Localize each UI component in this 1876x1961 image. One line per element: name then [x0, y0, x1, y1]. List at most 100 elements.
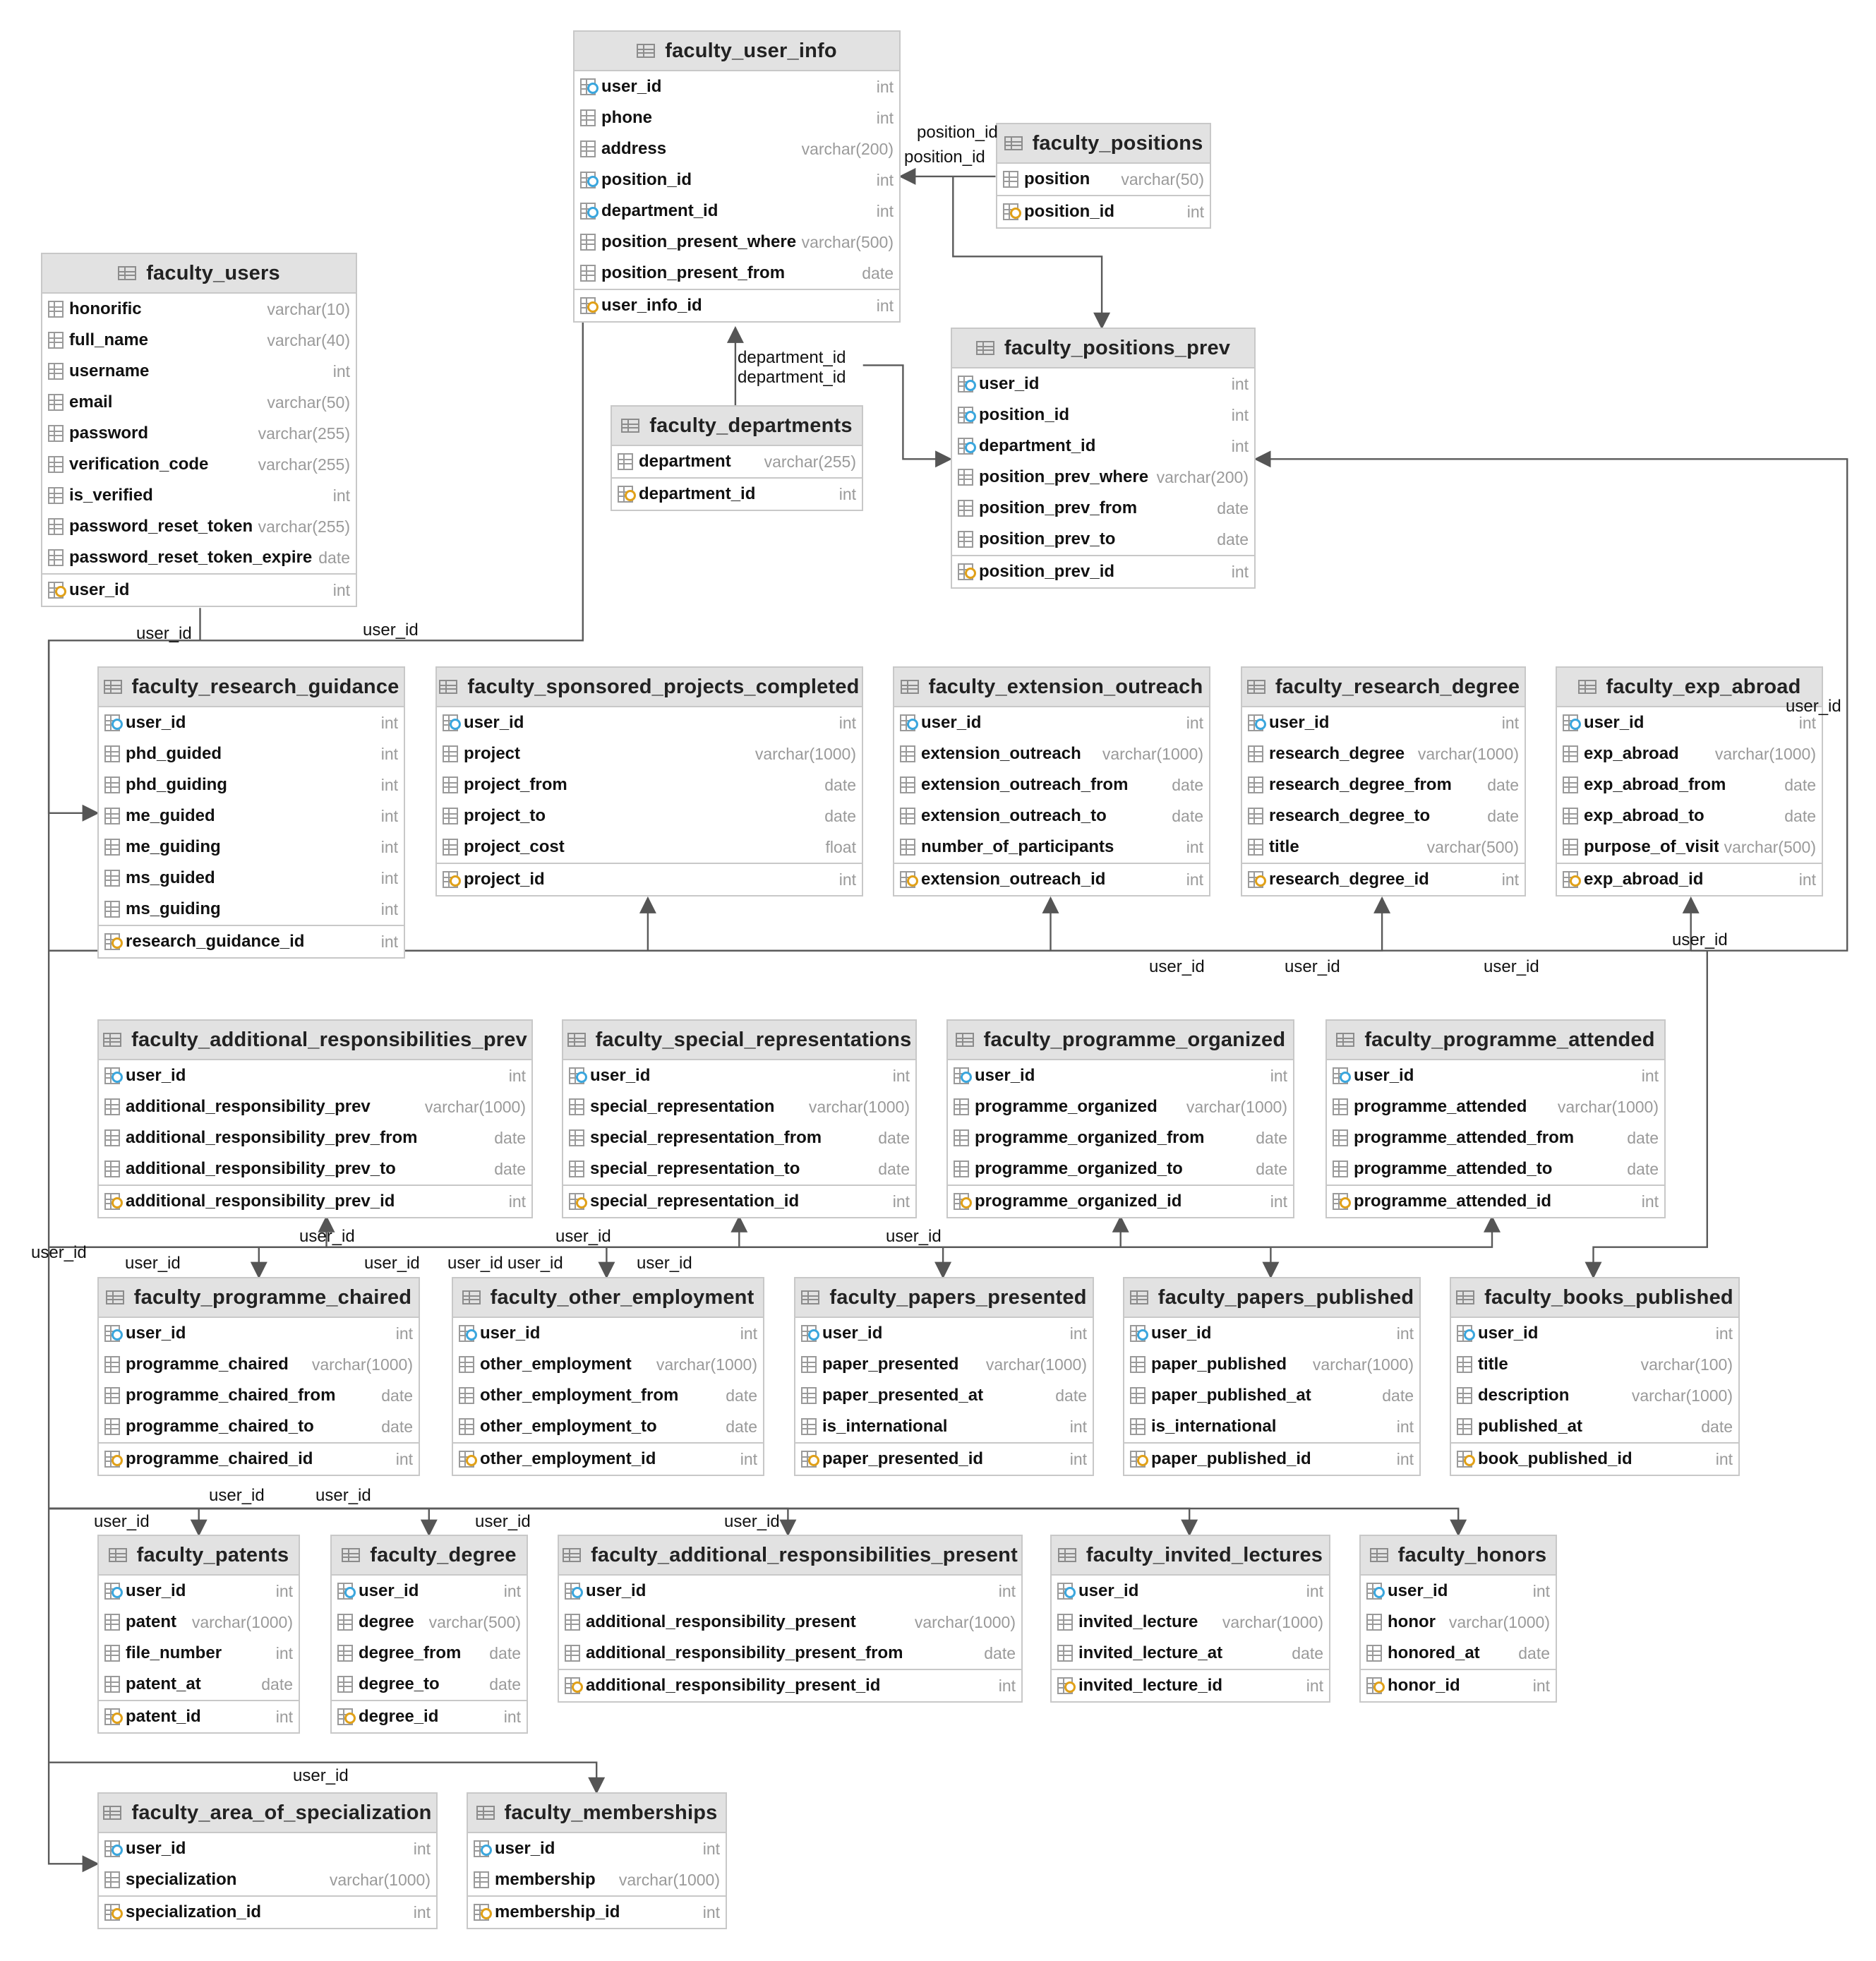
table-header[interactable]: faculty_honors [1361, 1536, 1556, 1576]
table-header[interactable]: faculty_additional_responsibilities_prev [99, 1021, 531, 1060]
table-header[interactable]: faculty_research_degree [1242, 668, 1525, 707]
table-faculty-additional-responsibilities-prev[interactable]: faculty_additional_responsibilities_prev… [97, 1019, 533, 1218]
table-header[interactable]: faculty_research_guidance [99, 668, 404, 707]
table-header[interactable]: faculty_papers_published [1124, 1278, 1419, 1318]
table-header[interactable]: faculty_special_representations [563, 1021, 915, 1060]
table-header[interactable]: faculty_patents [99, 1536, 299, 1576]
table-header[interactable]: faculty_area_of_specialization [99, 1794, 436, 1833]
table-header[interactable]: faculty_additional_responsibilities_pres… [559, 1536, 1021, 1576]
table-header[interactable]: faculty_departments [612, 407, 862, 446]
table-header[interactable]: faculty_positions_prev [952, 329, 1254, 368]
table-faculty-additional-responsibilities-present[interactable]: faculty_additional_responsibilities_pres… [558, 1535, 1023, 1703]
table-header[interactable]: faculty_positions [997, 124, 1210, 164]
table-header[interactable]: faculty_invited_lectures [1052, 1536, 1329, 1576]
